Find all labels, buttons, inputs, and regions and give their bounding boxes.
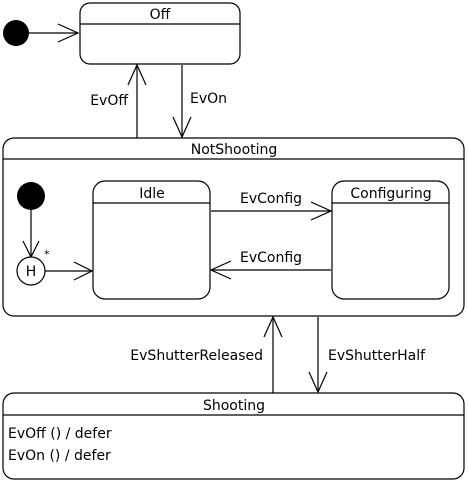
history-deep-marker: * <box>44 248 50 261</box>
label-evconfig-back: EvConfig <box>240 250 302 266</box>
label-evshutterreleased: EvShutterReleased <box>130 348 263 364</box>
transition-evshutterreleased: EvShutterReleased <box>130 315 283 393</box>
history-label: H <box>26 264 37 280</box>
label-evoff: EvOff <box>90 93 128 109</box>
label-evconfig-forward: EvConfig <box>240 191 302 207</box>
state-configuring: Configuring <box>331 180 450 300</box>
state-shooting: Shooting EvOff () / defer EvOn () / defe… <box>2 392 465 480</box>
transition-evoff: EvOff <box>90 63 147 138</box>
state-idle-name: Idle <box>139 186 165 202</box>
initial-pseudostate-top <box>3 20 29 46</box>
history-to-idle-arrow <box>45 261 94 281</box>
state-off-name: Off <box>150 7 171 23</box>
label-evon: EvOn <box>190 91 227 107</box>
label-evshutterhalf: EvShutterHalf <box>328 348 426 364</box>
internal-action-evon-defer: EvOn () / defer <box>8 448 111 464</box>
transition-evconfig-to-configuring: EvConfig <box>211 191 333 221</box>
initial-pseudostate-inner <box>17 182 45 210</box>
state-notshooting-name: NotShooting <box>191 142 278 158</box>
internal-action-evoff-defer: EvOff () / defer <box>8 426 112 442</box>
state-off: Off <box>79 2 241 65</box>
history-pseudostate: H * <box>16 248 50 286</box>
state-idle: Idle <box>92 180 211 300</box>
transition-evconfig-to-idle: EvConfig <box>209 250 331 280</box>
transition-evshutterhalf: EvShutterHalf <box>308 317 426 394</box>
transition-evon: EvOn <box>172 65 227 139</box>
initial-transition-arrow <box>29 23 80 43</box>
state-configuring-name: Configuring <box>350 186 431 202</box>
state-shooting-name: Shooting <box>203 398 265 414</box>
